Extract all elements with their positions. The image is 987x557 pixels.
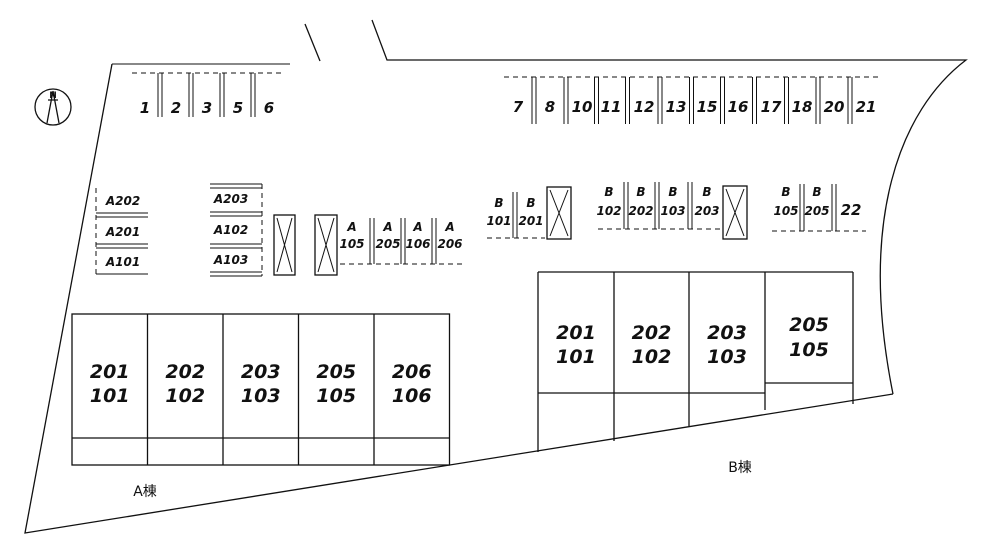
parking-stall-label: 102	[596, 204, 621, 218]
parking-stall-label: B	[494, 196, 503, 210]
unit-label-lower: 102	[632, 346, 672, 368]
building-b-name: B棟	[728, 460, 752, 476]
unit-label-upper: 203	[707, 322, 747, 344]
parking-stall-label: 201	[518, 214, 543, 228]
parking-stall-label: 10	[572, 98, 593, 116]
parking-stall-label: 105	[773, 204, 798, 218]
parking-b-mid: B 102 B 202 B 103 B 203	[596, 182, 748, 240]
parking-stall-label: 6	[264, 99, 274, 117]
parking-stall-label: 106	[405, 237, 430, 251]
unit-label-upper: 201	[90, 361, 130, 383]
parking-stall-label: B	[668, 185, 677, 199]
site-boundary	[24, 19, 968, 534]
unit-label-lower: 105	[316, 385, 356, 407]
parking-stall-label: B	[636, 185, 645, 199]
parking-stall-label: 8	[545, 98, 555, 116]
parking-stall-label: B	[604, 185, 613, 199]
parking-stall-label: 5	[233, 99, 243, 117]
parking-stall-label: B	[702, 185, 711, 199]
parking-stall-label: 1	[140, 99, 150, 117]
unit-label-lower: 101	[90, 385, 130, 407]
parking-stall-label: 3	[202, 99, 212, 117]
parking-row-a: A 105 A 205 A 106 A 206	[339, 218, 464, 265]
parking-stall-label: 101	[486, 214, 511, 228]
unit-label-upper: 206	[392, 361, 432, 383]
parking-stall-label: 11	[601, 98, 622, 116]
parking-stall-label: 105	[339, 237, 364, 251]
parking-stall-label: A203	[213, 192, 248, 206]
parking-stall-label: A	[382, 220, 392, 234]
parking-stall-label: B	[812, 185, 821, 199]
parking-stall-label: A103	[213, 253, 248, 267]
unit-label-lower: 102	[165, 385, 205, 407]
no-parking-cross	[549, 189, 569, 237]
parking-row-top-right: 7 8 10 11 12 13 15 16 17 18 20 21	[504, 76, 880, 124]
parking-stall-label: A101	[105, 255, 140, 269]
unit-label-upper: 202	[632, 322, 672, 344]
parking-stall-label: 103	[660, 204, 685, 218]
parking-stall-label: 18	[792, 98, 813, 116]
parking-stall-label: A102	[213, 223, 248, 237]
unit-label-upper: 202	[165, 361, 205, 383]
no-parking-cross	[317, 217, 335, 273]
parking-stall-label: B	[781, 185, 790, 199]
no-parking-cross	[276, 217, 293, 273]
parking-b-left: B 101 B 201	[486, 186, 572, 240]
parking-stall-label: 206	[437, 237, 462, 251]
unit-label-upper: 205	[789, 314, 829, 336]
unit-label-lower: 106	[392, 385, 432, 407]
parking-stall-label: A201	[105, 225, 140, 239]
parking-stall-label: B	[526, 196, 535, 210]
parking-stall-label: 15	[697, 98, 718, 116]
parking-stall-label: 20	[824, 98, 845, 116]
parking-stall-label: 21	[856, 98, 877, 116]
unit-label-lower: 105	[789, 339, 829, 361]
parking-b-right: B 105 B 205 22	[772, 184, 866, 232]
unit-label-upper: 205	[316, 361, 356, 383]
parking-stall-label: 12	[634, 98, 655, 116]
parking-stall-label: 203	[694, 204, 719, 218]
unit-label-upper: 201	[556, 322, 596, 344]
parking-stall-label: A	[444, 220, 454, 234]
north-compass-icon: N	[34, 88, 72, 126]
north-label: N	[49, 91, 57, 101]
parking-stall-label: 22	[841, 201, 862, 219]
parking-stall-label: 17	[761, 98, 782, 116]
unit-label-upper: 203	[241, 361, 281, 383]
parking-stall-label: A	[412, 220, 422, 234]
unit-label-lower: 101	[556, 346, 596, 368]
building-a-name: A棟	[133, 484, 157, 500]
parking-stall-label: 16	[728, 98, 749, 116]
parking-stall-label: 205	[804, 204, 829, 218]
unit-label-lower: 103	[707, 346, 747, 368]
parking-stall-label: 13	[666, 98, 687, 116]
parking-row-top-left: 1 2 3 5 6	[132, 72, 285, 117]
parking-stall-label: 7	[513, 98, 524, 116]
parking-stall-label: A	[346, 220, 356, 234]
parking-stall-label: 2	[171, 99, 181, 117]
building-a-outline	[71, 313, 451, 466]
no-parking-cross	[725, 188, 745, 237]
parking-stall-label: 205	[375, 237, 400, 251]
parking-stall-label: A202	[105, 194, 140, 208]
parking-stall-label: 202	[628, 204, 653, 218]
unit-label-lower: 103	[241, 385, 281, 407]
